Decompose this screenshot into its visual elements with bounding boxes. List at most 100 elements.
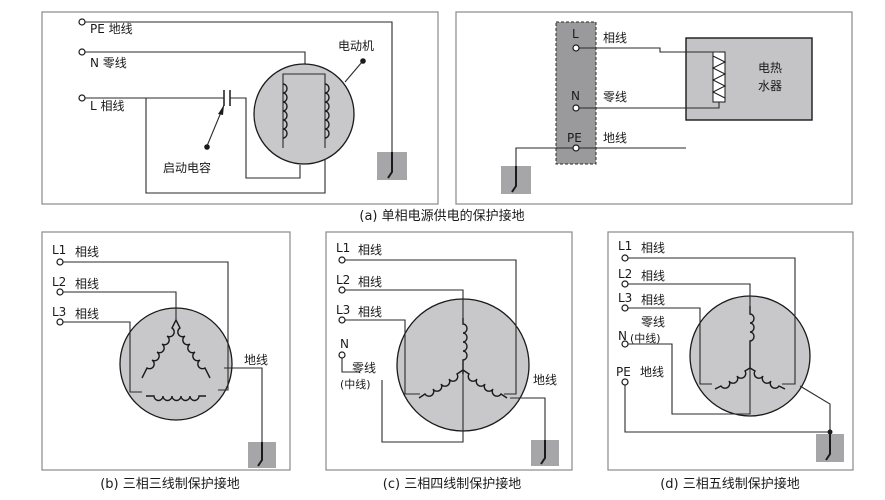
ground-rod-icon [257,442,263,467]
c-l2-wire [342,289,464,318]
b-l2-label: L2 [52,275,66,289]
ground-rod-icon [825,434,831,461]
c-l3-phase-label: 相线 [358,305,382,319]
l-label: 相线 [603,31,627,45]
c-n-wire-top [341,356,360,373]
motor-coil-2 [324,83,330,139]
d-l3-phase-label: 相线 [641,293,665,307]
d-n-label: N [618,329,627,343]
n-label: N 零线 [90,56,127,70]
c-l3-terminal [338,316,346,324]
caption-b: (b) 三相三线制保护接地 [100,476,240,492]
capacitor-pointer-dot [204,144,210,150]
heater-label-line1: 电热 [758,61,782,75]
d-l2-wire [625,283,751,306]
heater-l-wire [576,47,719,53]
c-l1-wire [342,259,517,395]
d-ground-wire [799,385,831,434]
l-wire-to-motor [230,97,301,179]
capacitor-label: 启动电容 [163,160,211,175]
c-l2-terminal [338,286,346,294]
ground-rod-icon [511,166,517,193]
panel-c: L1 相线 L2 相线 L3 相线 N 零线 (中线) 地线 [325,231,573,471]
d-l1-phase-label: 相线 [641,241,665,255]
d-pe-wire [624,384,830,433]
d-n-neutral-label: 零线 [641,315,665,329]
d-l1-terminal [621,254,629,262]
panel-a-heater: L 相线 N 零线 PE 地线 电热 水器 [455,11,853,205]
d-n-terminal [621,340,629,348]
caption-d: (d) 三相五线制保护接地 [660,476,800,492]
b-ground-wire [224,367,263,442]
c-n-neutral-label: 零线 [352,361,376,375]
delta-winding [141,319,211,402]
b-l2-terminal [56,288,64,296]
n-terminal [572,104,580,112]
c-n-center-label: (中线) [340,377,371,391]
n-label: 零线 [603,90,627,104]
n-terminal [78,48,86,56]
pe-terminal [78,18,86,26]
c-l3-label: L3 [336,303,350,317]
heater-element-zigzag [711,55,727,99]
motor-pointer [344,61,363,83]
l-terminal-label: L [572,27,579,41]
panel-a-motor: PE 地线 N 零线 L 相线 电动机 启动电容 [41,11,439,205]
panel-a-left-frame [41,11,439,205]
b-l1-wire [60,261,229,391]
heater-ground-wire [515,147,576,166]
b-l2-phase-label: 相线 [75,277,99,291]
caption-c: (c) 三相四线制保护接地 [383,476,521,492]
b-l3-label: L3 [52,305,66,319]
d-pe-ground-label: 地线 [640,365,664,379]
c-n-label: N [340,337,349,351]
l-terminal [572,44,580,52]
d-pe-label: PE [616,365,631,379]
c-l3-wire [342,319,420,395]
b-l1-label: L1 [52,243,66,257]
n-terminal-label: N [571,89,580,103]
motor-b-circle [119,307,233,421]
pe-terminal-label: PE [567,131,582,145]
ground-rod-icon [540,440,546,465]
c-l1-phase-label: 相线 [358,243,382,257]
cap-return-wire [145,98,326,194]
d-n-wire [625,343,751,415]
pe-wire [82,21,393,152]
pe-label: 地线 [603,131,627,145]
d-l2-label: L2 [618,267,632,281]
d-l3-label: L3 [618,291,632,305]
panel-d: L1 相线 L2 相线 L3 相线 零线 N (中线) PE 地线 [607,231,854,471]
motor-pointer-dot [360,58,366,64]
panel-b: L1 相线 L2 相线 L3 相线 地线 [41,231,291,471]
c-l1-terminal [338,256,346,264]
b-l1-phase-label: 相线 [75,245,99,259]
d-l1-wire [625,257,796,385]
d-n-center-label: (中线) [630,331,661,345]
b-ground-label: 地线 [244,353,268,367]
star-winding [714,306,786,390]
ground-rod-icon [387,152,393,179]
capacitor-pointer-arrow [218,105,224,115]
star-winding [418,318,508,399]
pe-terminal [572,144,580,152]
d-l1-label: L1 [618,239,632,253]
caption-a: (a) 单相电源供电的保护接地 [359,208,524,224]
d-l2-phase-label: 相线 [641,269,665,283]
c-ground-wire [510,397,546,440]
l-terminal [78,94,86,102]
c-l2-label: L2 [336,273,350,287]
d-ground-junction [827,429,833,435]
heater-label-line2: 水器 [758,79,782,93]
l-label: L 相线 [90,99,125,113]
c-ground-label: 地线 [533,373,557,387]
pe-label: PE 地线 [90,22,133,36]
b-l2-wire [60,291,177,320]
c-l2-phase-label: 相线 [358,275,382,289]
d-l3-terminal [621,304,629,312]
motor-circle [253,63,355,165]
b-l3-terminal [56,318,64,326]
d-pe-terminal [621,378,629,386]
d-l2-terminal [621,280,629,288]
c-n-terminal [338,351,346,359]
